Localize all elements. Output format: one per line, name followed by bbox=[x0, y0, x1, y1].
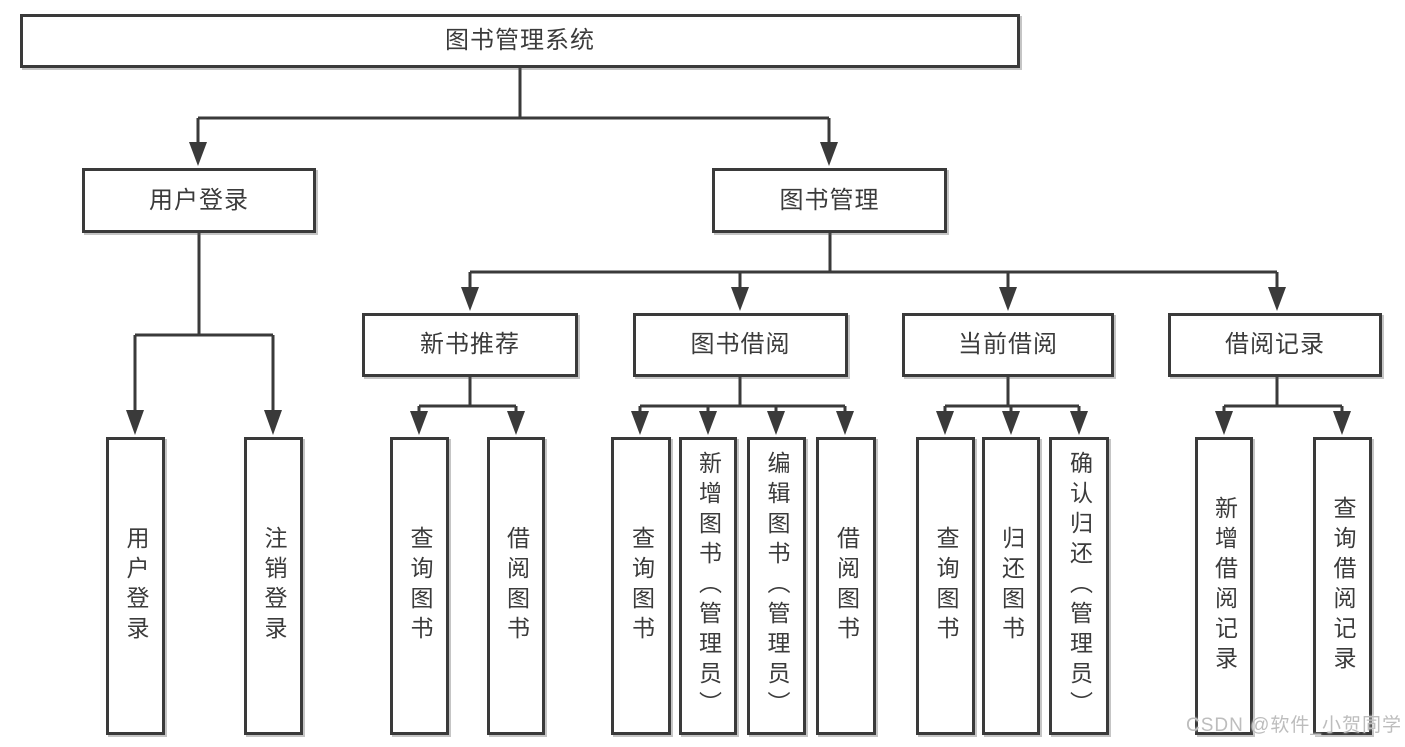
leaf-query-books-borrowing: 查询图书 bbox=[611, 437, 671, 735]
node-book-borrowing: 图书借阅 bbox=[633, 313, 848, 377]
node-label: 注销登录 bbox=[261, 526, 287, 646]
node-label: 新增借阅记录 bbox=[1211, 496, 1238, 676]
node-label: 新增图书（管理员） bbox=[695, 451, 722, 721]
node-borrow-records: 借阅记录 bbox=[1168, 313, 1382, 377]
node-label: 新书推荐 bbox=[420, 331, 520, 358]
node-book-management: 图书管理 bbox=[712, 168, 947, 233]
node-label: 借阅图书 bbox=[503, 526, 530, 646]
node-label: 查询图书 bbox=[933, 526, 959, 646]
leaf-query-books-current: 查询图书 bbox=[916, 437, 975, 735]
csdn-watermark: CSDN @软件_小贺同学 bbox=[1186, 715, 1402, 736]
leaf-query-borrow-record: 查询借阅记录 bbox=[1313, 437, 1372, 735]
node-label: 当前借阅 bbox=[958, 331, 1058, 358]
node-label: 确认归还（管理员） bbox=[1066, 451, 1093, 721]
node-label: 图书借阅 bbox=[690, 331, 791, 358]
leaf-borrow-books-recommend: 借阅图书 bbox=[487, 437, 545, 735]
node-label: 归还图书 bbox=[998, 526, 1025, 646]
leaf-logout: 注销登录 bbox=[244, 437, 303, 735]
leaf-borrow-books: 借阅图书 bbox=[816, 437, 876, 735]
node-label: 用户登录 bbox=[149, 186, 249, 214]
leaf-add-books-admin: 新增图书（管理员） bbox=[679, 437, 737, 735]
leaf-user-login: 用户登录 bbox=[106, 437, 165, 735]
node-library-management-system: 图书管理系统 bbox=[20, 14, 1020, 68]
node-label: 查询图书 bbox=[628, 526, 655, 646]
node-label: 借阅图书 bbox=[833, 526, 860, 646]
node-label: 查询图书 bbox=[407, 526, 433, 646]
node-new-book-recommendation: 新书推荐 bbox=[362, 313, 578, 377]
leaf-add-borrow-record: 新增借阅记录 bbox=[1195, 437, 1253, 735]
node-label: 借阅记录 bbox=[1225, 331, 1325, 358]
node-current-borrowing: 当前借阅 bbox=[902, 313, 1114, 377]
leaf-query-books-recommend: 查询图书 bbox=[390, 437, 449, 735]
node-label: 图书管理 bbox=[779, 186, 880, 214]
node-label: 图书管理系统 bbox=[445, 27, 595, 54]
node-label: 编辑图书（管理员） bbox=[764, 451, 790, 721]
node-user-login: 用户登录 bbox=[82, 168, 316, 233]
leaf-confirm-return-admin: 确认归还（管理员） bbox=[1049, 437, 1109, 735]
node-label: 用户登录 bbox=[123, 526, 149, 646]
leaf-edit-books-admin: 编辑图书（管理员） bbox=[747, 437, 806, 735]
leaf-return-books: 归还图书 bbox=[982, 437, 1040, 735]
node-label: 查询借阅记录 bbox=[1330, 496, 1356, 676]
